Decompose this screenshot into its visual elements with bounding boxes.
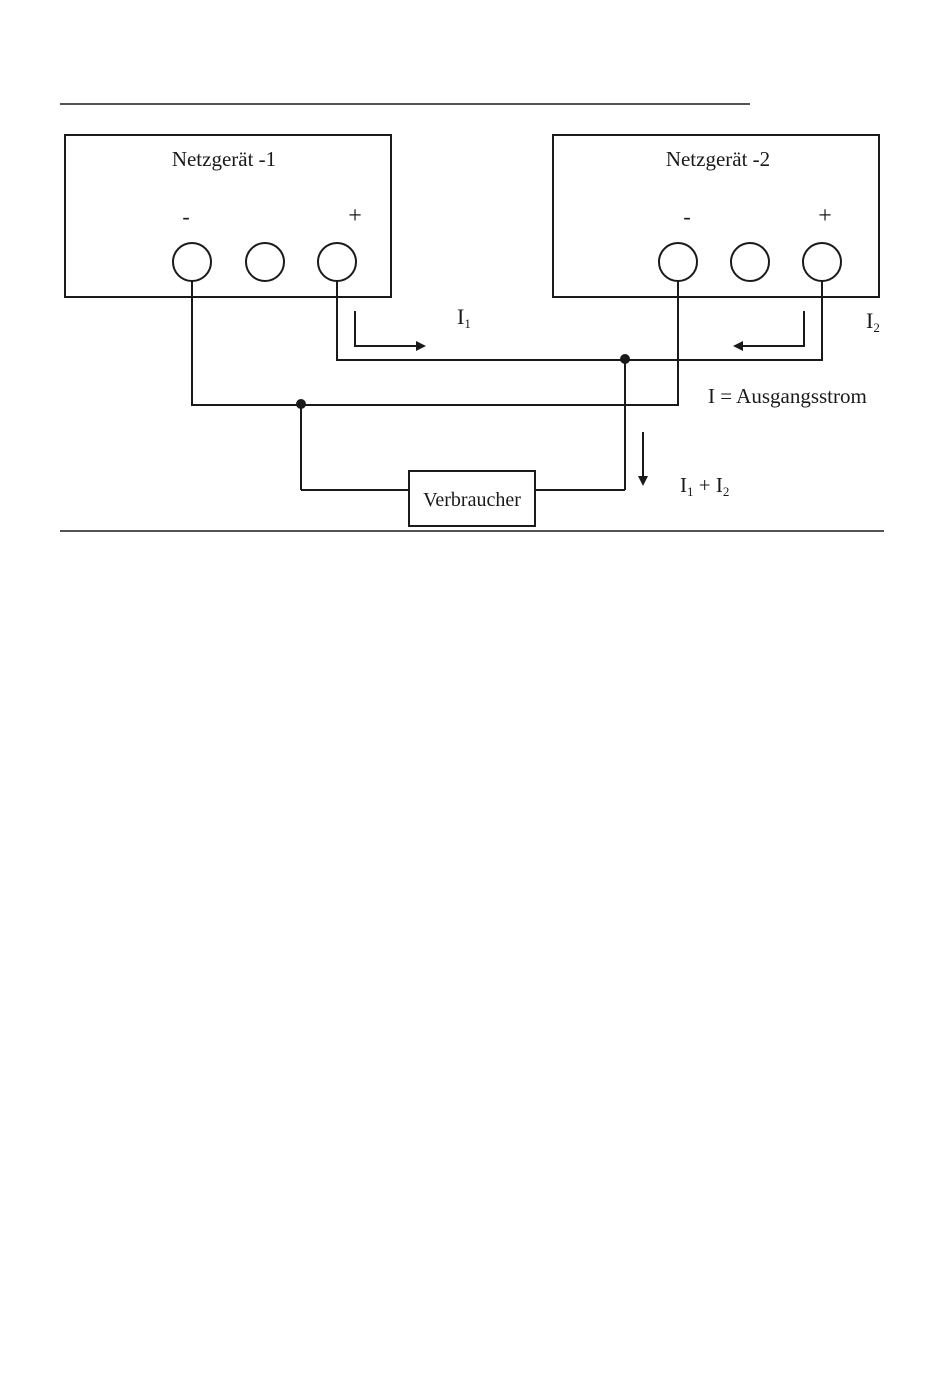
power-supply-1: Netzgerät -1 - + xyxy=(65,135,391,297)
positive-junction-node xyxy=(620,354,630,364)
power-supply-2-minus-terminal xyxy=(659,243,697,281)
negative-junction-node xyxy=(296,399,306,409)
power-supply-1-ground-terminal xyxy=(246,243,284,281)
power-supply-1-minus-terminal xyxy=(173,243,211,281)
current-arrow-i1 xyxy=(355,311,424,346)
output-current-label: I = Ausgangsstrom xyxy=(708,384,867,408)
power-supply-1-minus-label: - xyxy=(182,204,189,229)
power-supply-1-plus-label: + xyxy=(348,203,362,229)
current-label-i1: I1 xyxy=(457,304,471,331)
negative-wire-psu2 xyxy=(301,281,678,405)
power-supply-2: Netzgerät -2 - + xyxy=(553,135,879,297)
power-supply-1-plus-terminal xyxy=(318,243,356,281)
power-supply-2-plus-terminal xyxy=(803,243,841,281)
power-supply-2-plus-label: + xyxy=(818,203,832,229)
current-arrow-i2 xyxy=(735,311,804,346)
power-supply-2-ground-terminal xyxy=(731,243,769,281)
load-label: Verbraucher xyxy=(423,489,521,511)
negative-wire-psu1 xyxy=(192,281,301,405)
current-label-i2: I2 xyxy=(866,308,880,335)
power-supply-2-title: Netzgerät -2 xyxy=(666,147,770,171)
current-sum-label: I1 + I2 xyxy=(680,473,729,499)
power-supply-1-title: Netzgerät -1 xyxy=(172,147,276,171)
power-supply-2-minus-label: - xyxy=(683,204,690,229)
